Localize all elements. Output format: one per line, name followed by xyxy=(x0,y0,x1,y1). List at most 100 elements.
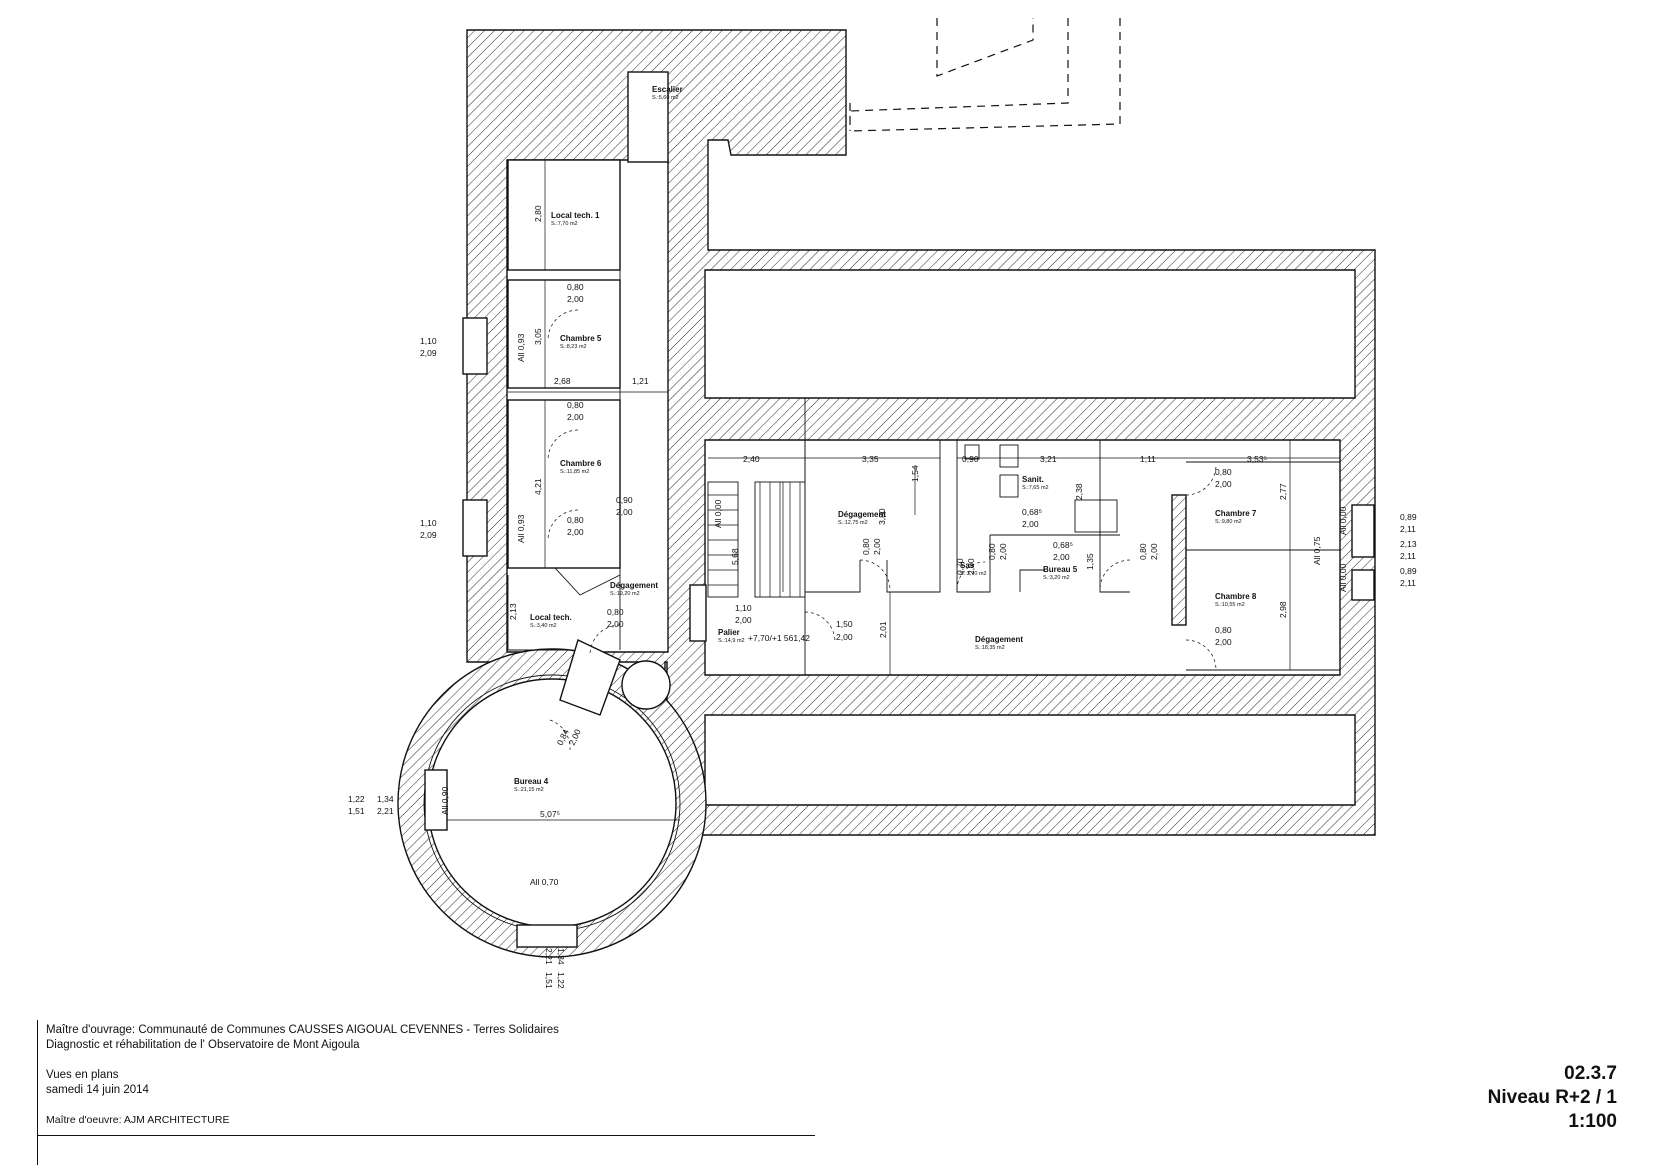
room-name: Sanit. xyxy=(1022,475,1044,484)
window-note: 1,51 xyxy=(348,806,365,816)
dim-label: 2,01 xyxy=(878,621,888,638)
view-line: Vues en plans xyxy=(46,1069,119,1081)
window-note: 1,10 xyxy=(420,518,437,528)
room-name: Palier xyxy=(718,628,740,637)
title-block-rule xyxy=(37,1020,38,1165)
room-name: Escalier xyxy=(652,85,683,94)
dim-label: 1,21 xyxy=(632,376,649,386)
dim-label: 3,05 xyxy=(533,328,543,345)
dim-label: 1,10 xyxy=(735,603,752,613)
dim-label: 5,07⁵ xyxy=(540,809,560,819)
dim-label: 2,00 xyxy=(616,507,633,517)
dim-label: 0,80 xyxy=(607,607,624,617)
room-area: S.:3,20 m2 xyxy=(1043,575,1070,581)
window-note: 1,51 xyxy=(544,972,554,989)
toilet-icon xyxy=(964,444,980,460)
room-area: S.:7,65 m2 xyxy=(1022,485,1049,491)
room-area: S.:9,80 m2 xyxy=(1215,519,1242,525)
dim-label: 5,68 xyxy=(730,548,740,565)
window-note: 2,21 xyxy=(377,806,394,816)
tower-floor xyxy=(427,678,677,928)
dim-label: 0,70 xyxy=(955,558,965,575)
room-area: S.:3,40 m2 xyxy=(530,623,557,629)
column xyxy=(621,660,671,710)
room-name: Dégagement xyxy=(610,581,658,590)
window-note: 0,89 xyxy=(1400,566,1417,576)
architect-line: Maître d'oeuvre: AJM ARCHITECTURE xyxy=(46,1114,230,1126)
dim-label: 4,21 xyxy=(533,478,543,495)
window-note: 0,89 xyxy=(1400,512,1417,522)
dim-label: 2,98 xyxy=(1278,601,1288,618)
room-name: Chambre 8 xyxy=(1215,592,1257,601)
door-swings xyxy=(547,309,1217,751)
dim-label: 2,00 xyxy=(567,412,584,422)
window-note: 1,10 xyxy=(420,336,437,346)
room-name: Bureau 4 xyxy=(514,777,549,786)
dim-label: 2,80 xyxy=(533,205,543,222)
window-note: 2,11 xyxy=(1400,551,1416,561)
dim-label: 2,00 xyxy=(966,558,976,575)
dim-label: 0,80 xyxy=(1215,625,1232,635)
dim-label: All 0,93 xyxy=(516,514,526,543)
room-name: Dégagement xyxy=(838,510,886,519)
dim-label: 3,80 xyxy=(877,508,887,525)
dim-label: 0,68⁵ xyxy=(1053,540,1073,550)
room-area: S.:18,35 m2 xyxy=(975,645,1005,651)
title-block-rule xyxy=(37,1135,815,1136)
stair-well xyxy=(627,71,669,163)
dim-label: All 0,70 xyxy=(530,877,559,887)
dim-label: 3,21 xyxy=(1040,454,1057,464)
sheet-number: 02.3.7 xyxy=(1564,1063,1617,1084)
dim-label: 3,53⁵ xyxy=(1247,454,1267,464)
dim-label: 0,80 xyxy=(567,282,584,292)
dim-label: 1,35 xyxy=(1085,553,1095,570)
windows xyxy=(424,317,1375,948)
window-note: 2,13 xyxy=(1400,539,1417,549)
room-name: Bureau 5 xyxy=(1043,565,1078,574)
room-name: Dégagement xyxy=(975,635,1023,644)
window-note: 2,11 xyxy=(1400,524,1416,534)
owner-line: Maître d'ouvrage: Communauté de Communes… xyxy=(46,1024,559,1036)
dim-label: 2,00 xyxy=(1022,519,1039,529)
room-name: Local tech. 1 xyxy=(551,211,600,220)
dim-label: 2,40 xyxy=(743,454,760,464)
room-area: S.:7,70 m2 xyxy=(551,221,578,227)
level-title: Niveau R+2 / 1 xyxy=(1487,1087,1617,1108)
dim-label: All 0,00 xyxy=(1338,506,1348,535)
dim-label: 2,00 xyxy=(836,632,853,642)
dim-label: 2,77 xyxy=(1278,483,1288,500)
dim-label: 2,00 xyxy=(1215,637,1232,647)
dim-label: 2,00 xyxy=(1215,479,1232,489)
window-note: 2,09 xyxy=(420,530,437,540)
dim-label: 1,54 xyxy=(910,465,920,482)
wc-icon xyxy=(999,474,1019,498)
dim-label: 0,80 xyxy=(861,538,871,555)
window-note: 1,34 xyxy=(556,948,566,965)
dim-label: 2,00 xyxy=(567,294,584,304)
dim-label: 1,11 xyxy=(1140,454,1156,464)
window-note: 1,22 xyxy=(556,972,566,989)
dim-label: All 0,93 xyxy=(516,333,526,362)
room-name: Chambre 7 xyxy=(1215,509,1257,518)
dim-label: 0,68⁵ xyxy=(1022,507,1042,517)
dimension-labels: 2,80 0,80 2,00 3,05 All 0,93 2,68 1,21 0… xyxy=(440,205,1348,887)
dim-label: 2,00 xyxy=(998,543,1008,560)
stair-treads xyxy=(707,481,806,598)
dim-label: 0,80 xyxy=(1138,543,1148,560)
level-mark: +7,70/+1 561,42 xyxy=(748,633,810,643)
room-area: S.:11,85 m2 xyxy=(560,469,589,475)
dim-label: All 0,00 xyxy=(1338,563,1348,592)
shower-icon xyxy=(1074,499,1118,533)
partitions xyxy=(507,159,1340,716)
tower-stair xyxy=(559,639,621,716)
window-notes: 1,10 2,09 1,10 2,09 0,89 2,11 2,13 2,11 … xyxy=(348,336,1417,989)
dim-label: All 0,90 xyxy=(440,786,450,815)
dim-label: All 0,00 xyxy=(713,499,723,528)
room-area: S.:19,20 m2 xyxy=(610,591,640,597)
existing-outline-dashed xyxy=(849,18,1121,132)
wc-icon xyxy=(999,444,1019,468)
room-area: S.:10,55 m2 xyxy=(1215,602,1245,608)
dim-label: 2,68 xyxy=(554,376,571,386)
window-note: 1,34 xyxy=(377,794,394,804)
dim-label: All 0,75 xyxy=(1312,536,1322,565)
